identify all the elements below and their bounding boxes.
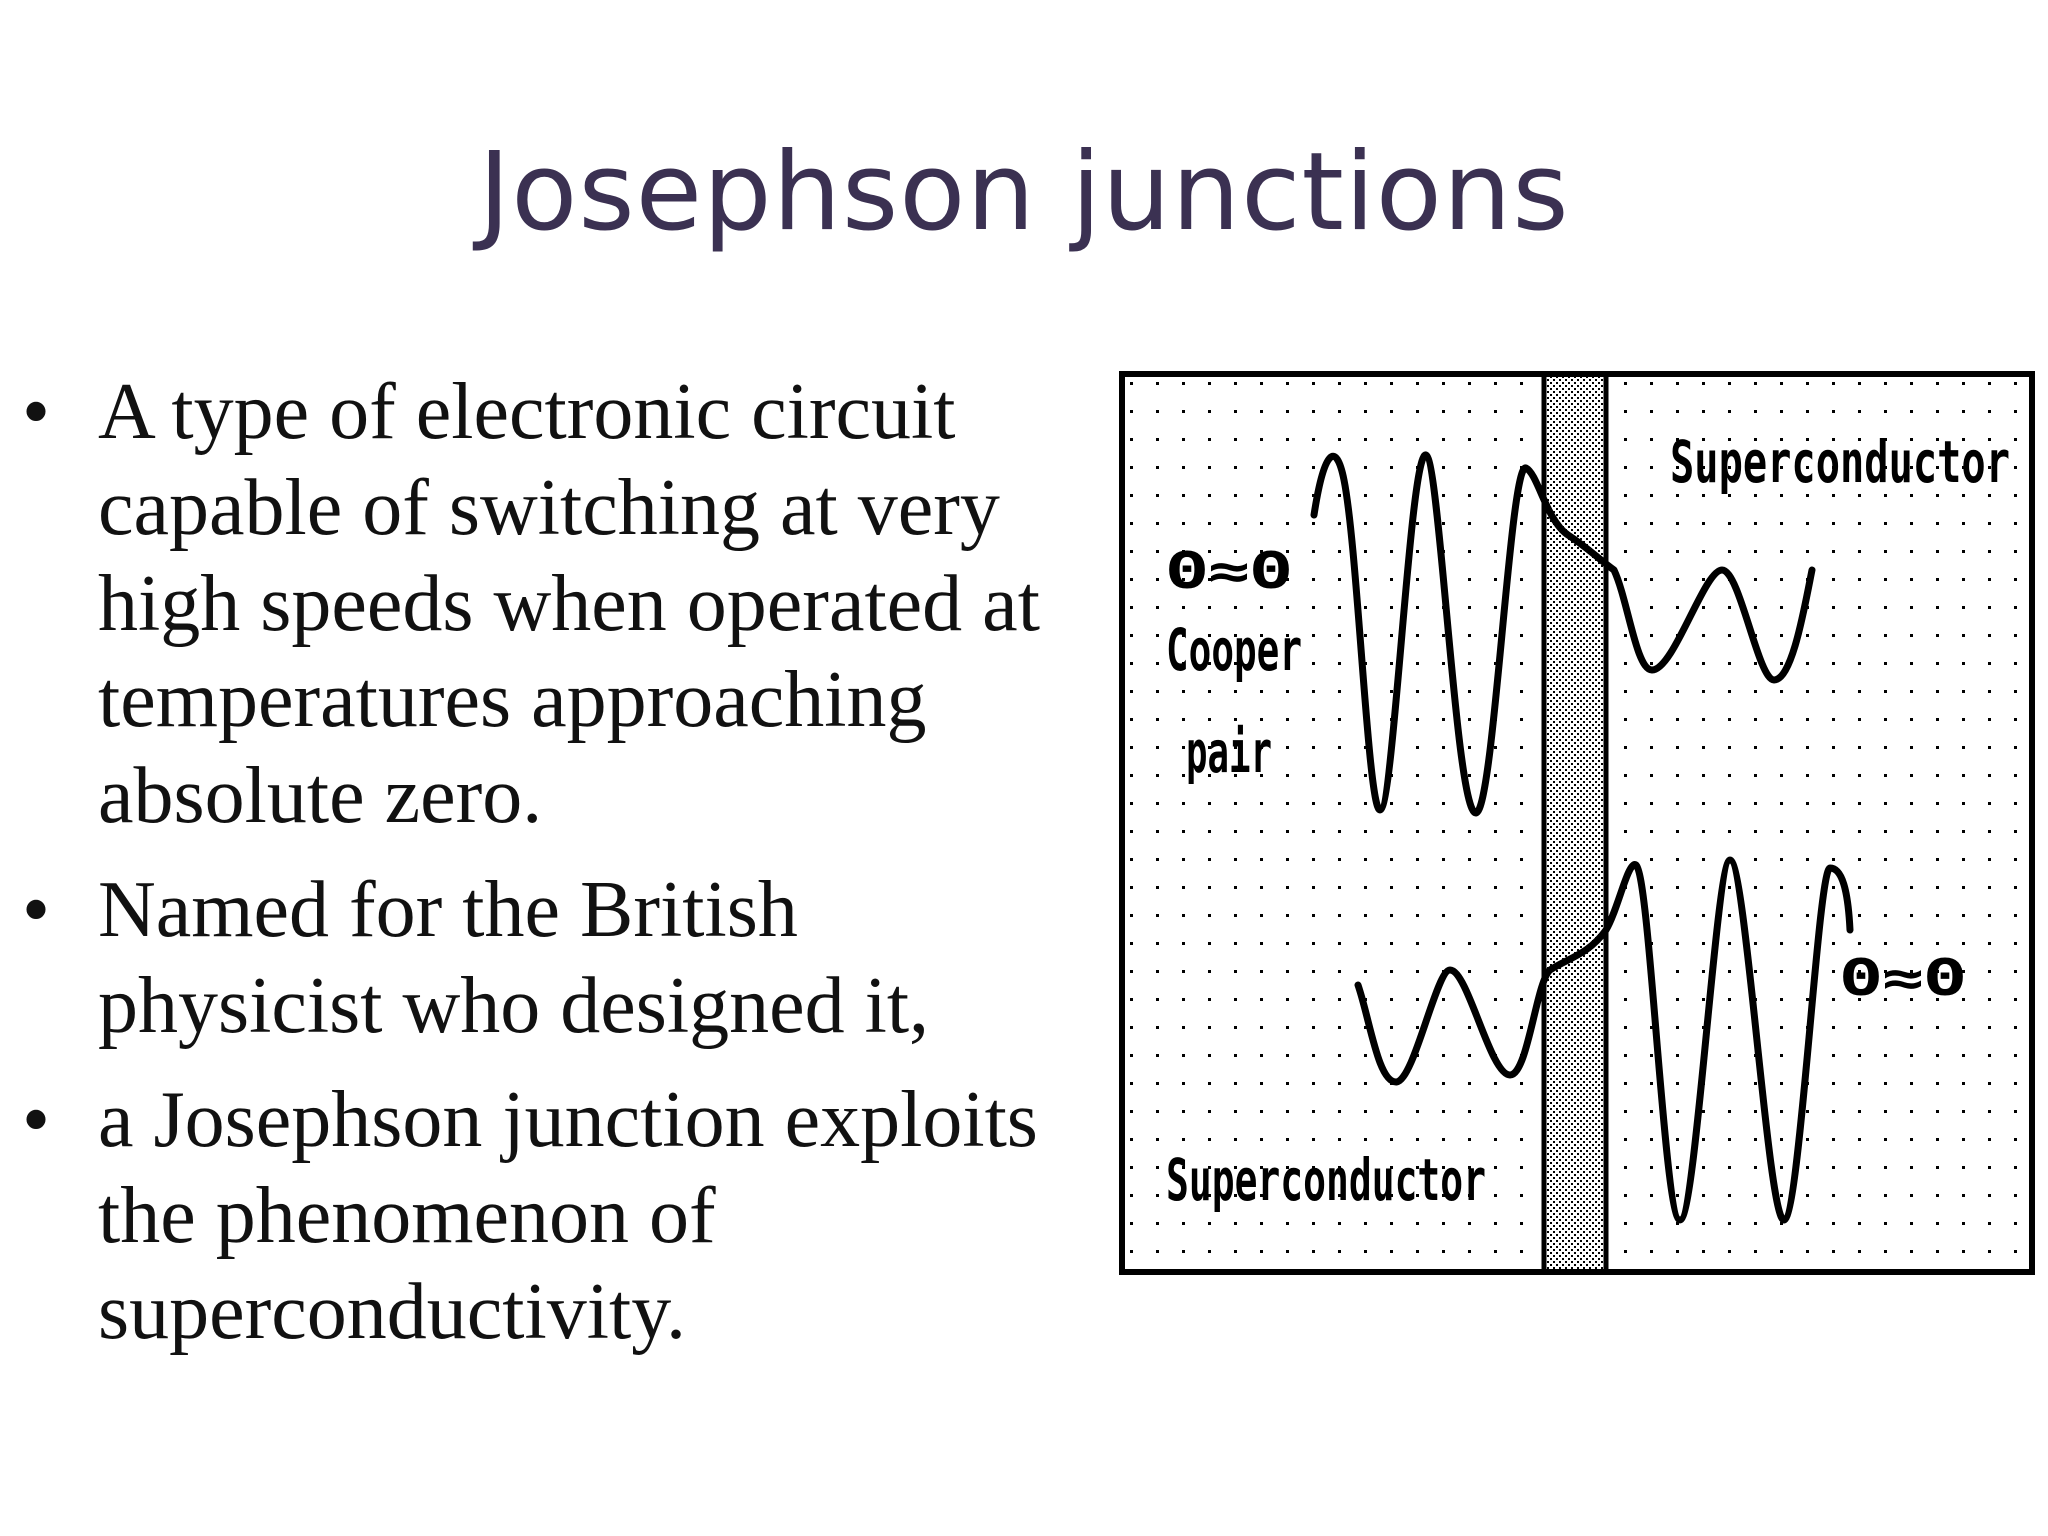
diagram-frame (1119, 371, 2035, 1275)
bullet-item: • Named for the British physicist who de… (22, 862, 1072, 1054)
bullet-icon: • (22, 1076, 51, 1164)
bullet-item: • A type of electronic circuit capable o… (22, 364, 1072, 844)
slide-title: Josephson junctions (478, 130, 1570, 255)
label-superconductor-top: Superconductor (1670, 428, 2010, 496)
label-cooper: Cooper (1166, 616, 1302, 684)
bullet-list: • A type of electronic circuit capable o… (22, 364, 1072, 1378)
bottom-wavefunction (1354, 856, 1854, 1224)
bullet-icon: • (22, 368, 51, 456)
bullet-text: A type of electronic circuit capable of … (98, 368, 1040, 840)
bullet-text: a Josephson junction exploits the phenom… (98, 1076, 1038, 1356)
top-wavefunction (1310, 451, 1816, 817)
cooper-pair-symbol-right: Θ≈Θ (1840, 949, 1966, 1007)
insulating-barrier (1544, 374, 1606, 1272)
label-pair: pair (1186, 718, 1272, 786)
junction-figure: Superconductor Superconductor Θ≈Θ Cooper… (1119, 371, 2035, 1275)
label-superconductor-bottom: Superconductor (1166, 1146, 1486, 1214)
cooper-pair-symbol: Θ≈Θ (1166, 542, 1292, 600)
josephson-junction-diagram: Superconductor Superconductor Θ≈Θ Cooper… (1118, 370, 2036, 1276)
bullet-icon: • (22, 866, 51, 954)
bullet-text: Named for the British physicist who desi… (98, 866, 930, 1050)
bullet-item: • a Josephson junction exploits the phen… (22, 1072, 1072, 1360)
right-superconductor-region (1606, 374, 2032, 1272)
left-superconductor-region (1122, 374, 1542, 1272)
